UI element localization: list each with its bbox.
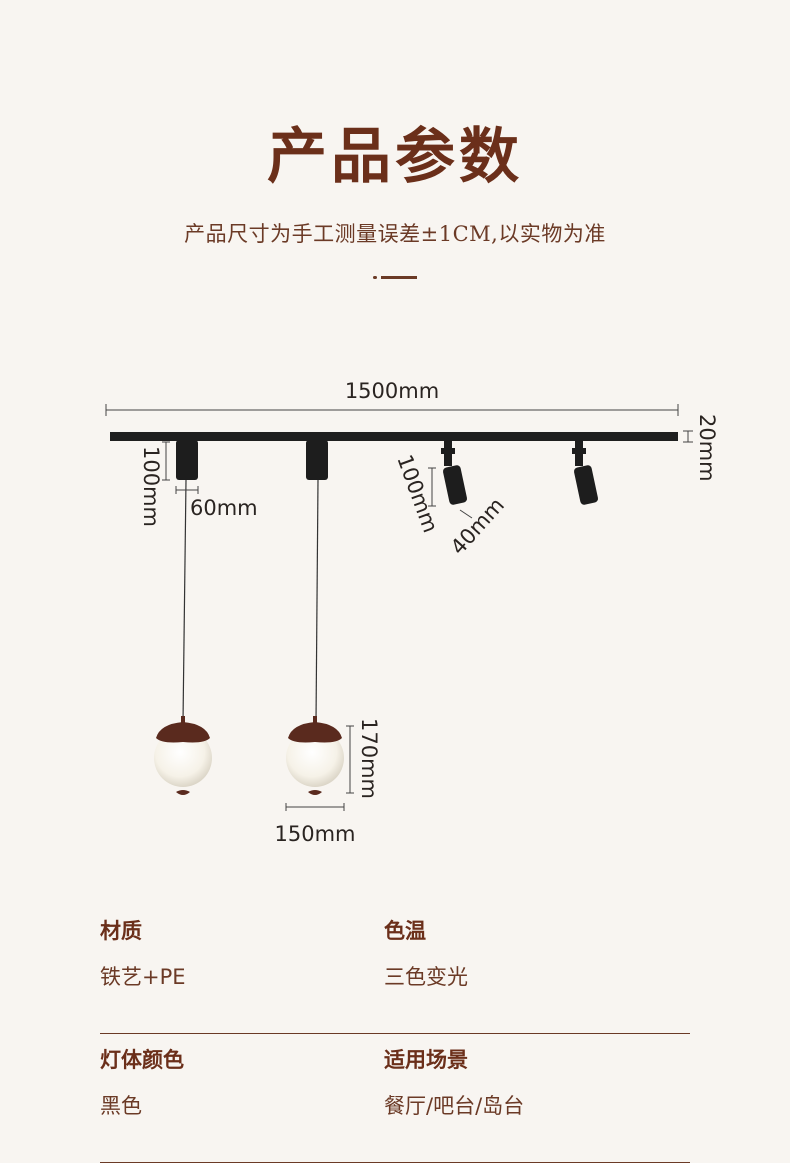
pendant-fixture-width-dimension: 60mm [175,486,258,520]
shade-width-label: 150mm [275,822,356,846]
shade-width-dimension: 150mm [275,803,356,846]
track-height-dimension: 20mm [683,414,719,482]
page-subtitle: 产品尺寸为手工测量误差±1CM,以实物为准 [184,222,606,246]
spec-value: 餐厅/吧台/岛台 [384,1094,525,1118]
track-rail [110,432,678,441]
spec-value: 铁艺+PE [100,965,186,989]
pendant-fixture-height-dimension: 100mm [139,441,170,527]
track-length-label: 1500mm [345,379,439,403]
spec-value: 三色变光 [384,965,468,989]
spec-label: 灯体颜色 [100,1048,184,1072]
spec-label: 材质 [100,919,142,943]
spec-label: 色温 [384,919,426,943]
spec-label: 适用场景 [384,1048,468,1072]
pendant-light-2 [286,440,344,795]
page-title: 产品参数 [267,122,523,192]
track-height-label: 20mm [695,414,719,482]
spec-row: 材质 铁艺+PE 色温 三色变光 [100,905,690,1034]
title-divider [373,276,417,279]
pendant-fixture-width-label: 60mm [190,496,258,520]
spec-table: 材质 铁艺+PE 色温 三色变光 灯体颜色 黑色 适用场景 餐厅/吧台/岛台 [100,905,690,1163]
spotlight-1 [441,440,468,505]
shade-height-dimension: 170mm [346,718,381,799]
spotlight-2 [572,440,599,505]
spec-row: 灯体颜色 黑色 适用场景 餐厅/吧台/岛台 [100,1034,690,1163]
track-length-dimension: 1500mm [105,379,679,416]
shade-height-label: 170mm [357,718,381,799]
spec-value: 黑色 [100,1094,142,1118]
spot-height-label: 100mm [392,452,442,536]
dimension-diagram: 1500mm 20mm 100mm [105,379,719,846]
spot-height-dimension: 100mm [392,452,442,536]
pendant-light-1 [154,440,212,795]
pendant-fixture-height-label: 100mm [139,446,163,527]
